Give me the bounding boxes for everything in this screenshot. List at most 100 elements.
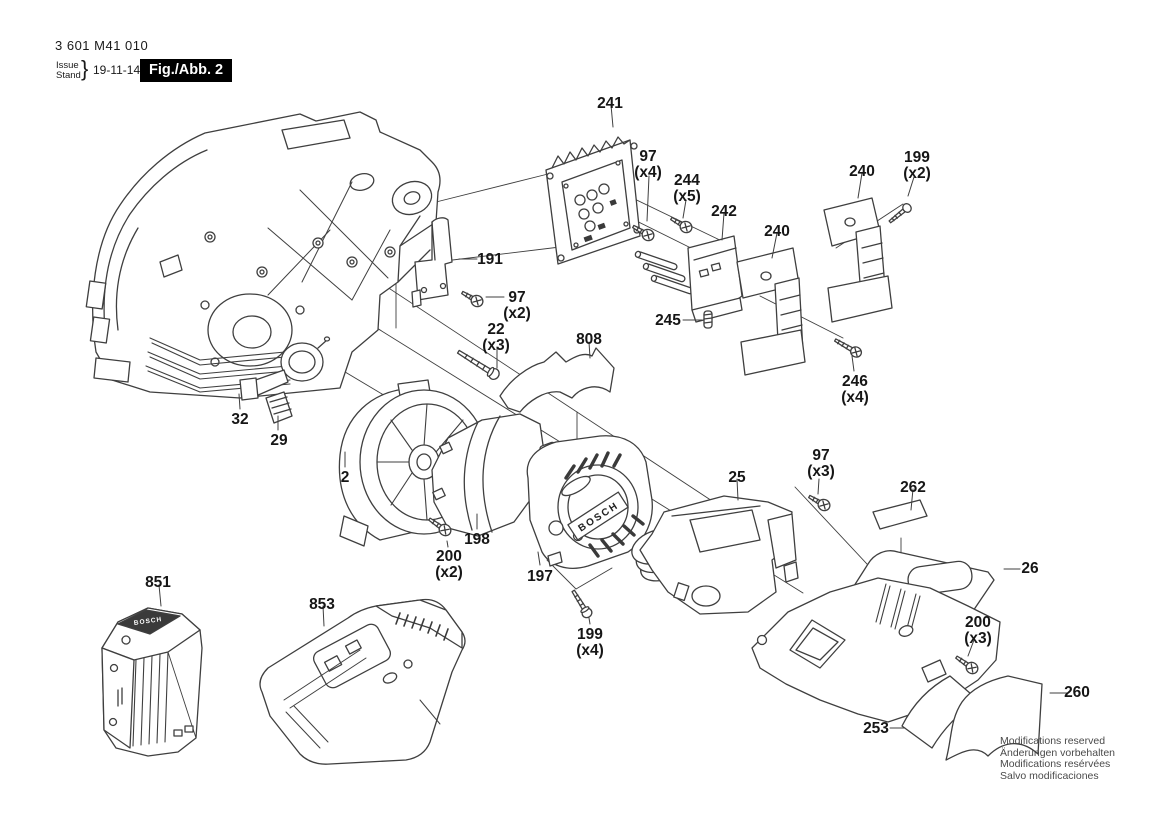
sticker-262 — [872, 499, 928, 530]
part-label-22x3: 22(x3) — [482, 322, 510, 354]
part-label-262: 262 — [900, 480, 926, 496]
part-label-240a: 240 — [764, 224, 790, 240]
document-part-number: 3 601 M41 010 — [55, 38, 149, 53]
modifications-line-en: Modifications reserved — [1000, 735, 1106, 747]
part-number-text: 26 — [1021, 560, 1039, 577]
part-label-853: 853 — [309, 597, 335, 613]
screw-199x4 — [571, 589, 593, 619]
screw-200x3 — [955, 655, 979, 675]
part-label-242: 242 — [711, 204, 737, 220]
part-number-text: 242 — [711, 203, 737, 220]
part-number-text: 241 — [597, 95, 623, 112]
part-label-191: 191 — [477, 252, 503, 268]
bracket-191 — [411, 217, 453, 308]
part-label-200x2: 200(x2) — [435, 549, 463, 581]
screw-246x4 — [833, 338, 863, 358]
issue-label: Issue — [56, 60, 79, 71]
part-qty-text: (x2) — [903, 165, 931, 182]
modifications-line-es: Salvo modificaciones — [1000, 769, 1099, 782]
screw-244x5 — [670, 216, 693, 234]
part-qty-text: (x3) — [807, 463, 835, 480]
title-block: 3 601 M41 010 Issue Stand } 19-11-14 Fig… — [55, 38, 233, 82]
charger-853 — [259, 598, 466, 765]
part-qty-text: (x5) — [673, 188, 701, 205]
screw-97x4 — [632, 224, 655, 242]
part-label-260: 260 — [1064, 685, 1090, 701]
bracket-240a — [736, 247, 806, 376]
part-number-text: 2 — [340, 469, 350, 486]
part-qty-text: (x4) — [634, 164, 662, 181]
part-number-text: 25 — [728, 469, 746, 486]
part-label-197: 197 — [527, 569, 553, 585]
part-number-text: 197 — [527, 568, 553, 585]
screw-97x3 — [808, 494, 831, 512]
part-number-text: 262 — [900, 479, 926, 496]
part-qty-text: (x4) — [841, 389, 869, 406]
issue-date: 19-11-14 — [93, 63, 141, 77]
bosch-logo-851: BOSCH — [133, 616, 162, 627]
part-number-text: 853 — [309, 596, 335, 613]
part-label-200x3: 200(x3) — [964, 615, 992, 647]
part-29-pad — [265, 391, 293, 424]
part-label-26: 26 — [1021, 561, 1038, 577]
part-number-text: 260 — [1064, 684, 1090, 701]
modifications-line-de: Änderungen vorbehalten — [1000, 746, 1116, 759]
part-number-text: 246 — [842, 373, 868, 390]
part-number-text: 199 — [904, 149, 930, 166]
part-label-851: 851 — [145, 575, 171, 591]
part-number-text: 191 — [477, 251, 503, 268]
part-number-text: 97 — [639, 148, 657, 165]
stand-label: Stand — [56, 70, 81, 81]
part-number-text: 253 — [863, 720, 889, 737]
part-label-2: 2 — [341, 470, 350, 486]
part-qty-text: (x2) — [503, 305, 531, 322]
part-number-text: 97 — [812, 447, 830, 464]
part-label-97x3: 97(x3) — [807, 448, 835, 480]
part-label-32: 32 — [231, 412, 248, 428]
part-label-199x2: 199(x2) — [903, 150, 931, 182]
leader-lines — [158, 104, 1068, 729]
sticker-808 — [499, 347, 615, 413]
part-32-lever — [239, 336, 331, 401]
part-label-199x4: 199(x4) — [576, 627, 604, 659]
part-label-253: 253 — [863, 721, 889, 737]
screw-97x2 — [461, 290, 484, 308]
part-number-text: 97 — [508, 289, 526, 306]
contact-pins — [634, 250, 694, 295]
part-number-text: 200 — [436, 548, 462, 565]
part-label-240b: 240 — [849, 164, 875, 180]
part-label-198: 198 — [464, 532, 490, 548]
part-qty-text: (x3) — [482, 337, 510, 354]
part-197-cover: BOSCH — [526, 435, 653, 569]
figure-badge: Fig./Abb. 2 — [140, 59, 233, 82]
part-number-text: 240 — [764, 223, 790, 240]
modifications-line-fr: Modifications resérvées — [1000, 758, 1111, 770]
spring-245 — [703, 310, 713, 329]
part-number-text: 808 — [576, 331, 602, 348]
screw-200x2 — [428, 517, 452, 537]
main-housing — [85, 111, 441, 399]
part-number-text: 244 — [674, 172, 700, 189]
part-qty-text: (x4) — [576, 642, 604, 659]
holder-242 — [634, 235, 743, 323]
issue-brace: } — [81, 56, 89, 81]
part-number-text: 29 — [270, 432, 288, 449]
part-qty-text: (x2) — [435, 564, 463, 581]
part-label-97x2: 97(x2) — [503, 290, 531, 322]
part-number-text: 245 — [655, 312, 681, 329]
sticker-260 — [945, 675, 1043, 761]
screw-199x2 — [888, 203, 912, 224]
part-qty-text: (x3) — [964, 630, 992, 647]
screws — [428, 203, 979, 675]
part-number-text: 198 — [464, 531, 490, 548]
part-label-808: 808 — [576, 332, 602, 348]
part-number-text: 199 — [577, 626, 603, 643]
part-number-text: 22 — [487, 321, 505, 338]
part-label-97x4: 97(x4) — [634, 149, 662, 181]
part-label-29: 29 — [270, 433, 287, 449]
modifications-note: Modifications reserved Änderungen vorbeh… — [1000, 735, 1116, 782]
part-label-241: 241 — [597, 96, 623, 112]
part-label-246x4: 246(x4) — [841, 374, 869, 406]
